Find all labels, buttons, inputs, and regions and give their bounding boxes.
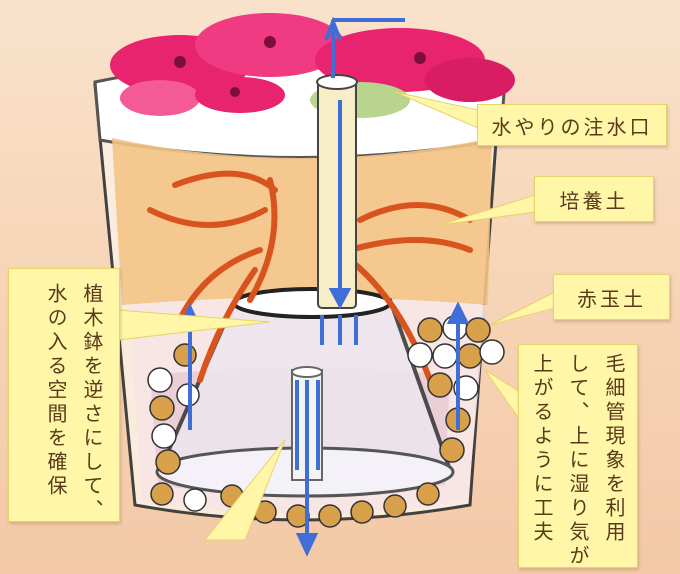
- akadama-balls-right: [407, 315, 505, 463]
- right-note-line-2: して、上に湿り気が: [566, 353, 590, 569]
- culture-soil-layer: [112, 138, 492, 305]
- culture-soil-label: 培養土: [534, 176, 654, 222]
- inlet-label: 水やりの注水口: [477, 104, 667, 146]
- left-note: 植木鉢を逆さにして、 水の入る空間を確保: [8, 268, 120, 523]
- callout-pointers: [117, 91, 556, 541]
- inner-pot-top: [232, 287, 392, 319]
- akadama-label: 赤玉土: [553, 274, 670, 320]
- water-inlet-pipe: [317, 77, 357, 309]
- right-note-line-1: 毛細管現象を利用: [602, 353, 626, 545]
- water-flow-arrows: [178, 16, 470, 557]
- akadama-label-text: 赤玉土: [577, 286, 646, 311]
- culture-soil-label-text: 培養土: [559, 188, 629, 213]
- akadama-balls-bottom: [150, 482, 440, 528]
- left-note-line-2: 水の入る空間を確保: [44, 283, 68, 499]
- right-note: 毛細管現象を利用 して、上に湿り気が 上がるように工夫: [518, 344, 638, 569]
- right-note-line-3: 上がるように工夫: [530, 353, 554, 545]
- inlet-label-text: 水やりの注水口: [491, 114, 653, 139]
- left-note-line-1: 植木鉢を逆さにして、: [80, 283, 104, 523]
